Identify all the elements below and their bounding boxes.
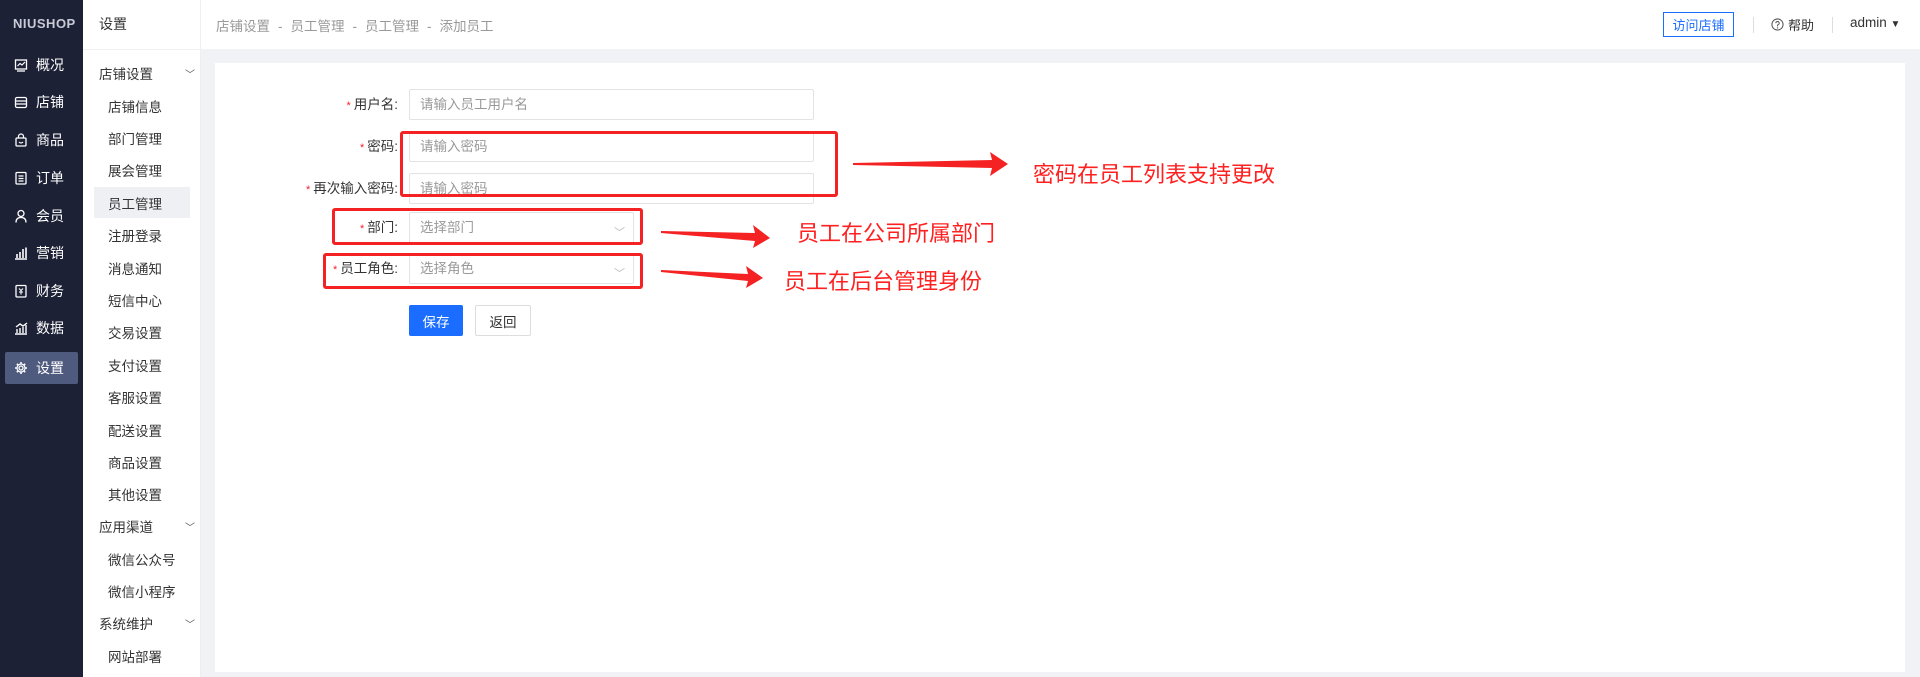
brand-logo: NIUSHOP [13, 16, 76, 31]
bag-icon [15, 133, 27, 147]
chart-icon [14, 59, 28, 72]
bar-chart-icon [15, 247, 27, 260]
nav-label: 概况 [36, 57, 64, 73]
nav-label: 设置 [36, 360, 64, 376]
annotation-box [400, 131, 838, 197]
sub-nav-group[interactable]: 系统维护 ﹀ [99, 611, 195, 635]
nav-label: 数据 [36, 320, 64, 336]
username: admin [1850, 15, 1887, 30]
user-menu[interactable]: admin ▼ [1850, 15, 1900, 30]
help-link[interactable]: 帮助 [1771, 15, 1814, 34]
breadcrumb-separator: - [352, 19, 358, 34]
chevron-down-icon: ﹀ [185, 522, 195, 534]
sub-nav-item[interactable]: 配送设置 [108, 423, 162, 439]
sub-sidebar-title: 设置 [99, 16, 127, 32]
nav-label: 订单 [36, 170, 64, 186]
breadcrumb-item[interactable]: 员工管理 [365, 19, 419, 34]
nav-label: 会员 [36, 208, 64, 224]
sub-nav-item[interactable]: 注册登录 [108, 229, 162, 245]
divider [1832, 17, 1833, 33]
chevron-down-icon: ﹀ [185, 619, 195, 631]
gear-icon [15, 362, 27, 374]
nav-label: 店铺 [36, 94, 64, 110]
sub-nav-group[interactable]: 应用渠道 ﹀ [99, 514, 195, 538]
annotation-text: 员工在公司所属部门 [797, 221, 996, 246]
group-label: 应用渠道 [99, 520, 153, 536]
nav-item-6[interactable]: 财务 [5, 275, 78, 307]
sub-nav-item[interactable]: 微信公众号 [108, 552, 176, 568]
breadcrumb-item[interactable]: 店铺设置 [216, 19, 270, 34]
sub-nav-item[interactable]: 消息通知 [108, 261, 162, 277]
nav-label: 商品 [36, 132, 64, 148]
chevron-down-icon: ﹀ [185, 69, 195, 81]
arrow-icon [661, 266, 763, 288]
sub-nav-item[interactable]: 其他设置 [108, 488, 162, 504]
group-label: 系统维护 [99, 617, 153, 632]
help-label: 帮助 [1788, 18, 1815, 33]
password-confirm-label: *再次输入密码: [305, 181, 398, 196]
sub-nav-item[interactable]: 部门管理 [108, 131, 162, 147]
sub-nav-item[interactable]: 交易设置 [108, 326, 162, 342]
annotation-box [332, 208, 643, 245]
sub-nav-item[interactable]: 商品设置 [108, 455, 162, 471]
password-label: *密码: [359, 139, 398, 154]
nav-item-2[interactable]: 商品 [5, 124, 78, 156]
password-input[interactable]: 请输入密码 [409, 131, 814, 162]
back-button[interactable]: 返回 [475, 305, 531, 336]
arrow-icon [661, 225, 770, 248]
breadcrumb-separator: - [278, 19, 283, 34]
role-placeholder: 选择角色 [420, 261, 474, 276]
nav-item-8[interactable]: 设置 [5, 352, 78, 384]
sub-nav-item[interactable]: 员工管理 [94, 187, 190, 219]
sub-nav-item[interactable]: 支付设置 [108, 358, 162, 374]
breadcrumb-separator: - [427, 19, 432, 34]
sub-nav-item[interactable]: 展会管理 [108, 164, 162, 180]
breadcrumb-item[interactable]: 员工管理 [290, 19, 345, 34]
sub-nav-item[interactable]: 客服设置 [108, 391, 162, 407]
user-icon [15, 209, 27, 223]
username-label: *用户名: [346, 97, 398, 112]
sub-nav-item[interactable]: 微信小程序 [108, 585, 176, 601]
content-panel [215, 63, 1905, 672]
nav-item-3[interactable]: 订单 [5, 162, 78, 194]
divider [1753, 17, 1754, 33]
store-icon [14, 96, 28, 109]
question-circle-icon [1771, 18, 1784, 31]
sub-nav-group[interactable]: 店铺设置 ﹀ [99, 61, 195, 85]
department-placeholder: 选择部门 [420, 220, 474, 235]
group-label: 店铺设置 [99, 67, 153, 82]
nav-item-0[interactable]: 概况 [5, 49, 78, 81]
department-label: *部门: [359, 220, 398, 235]
username-input[interactable]: 请输入员工用户名 [409, 89, 814, 120]
role-label: *员工角色: [332, 261, 398, 276]
sub-nav-item[interactable]: 短信中心 [108, 293, 162, 309]
arrow-icon [853, 152, 1008, 176]
nav-label: 财务 [36, 283, 64, 299]
annotation-box [323, 253, 643, 289]
chevron-down-icon: ﹀ [614, 268, 625, 280]
annotation-text: 员工在后台管理身份 [784, 269, 983, 294]
caret-down-icon: ▼ [1890, 19, 1901, 30]
sub-nav-item[interactable]: 店铺信息 [108, 99, 162, 115]
nav-item-4[interactable]: 会员 [5, 200, 78, 232]
nav-label: 营销 [36, 245, 64, 261]
save-button[interactable]: 保存 [409, 305, 463, 336]
sub-nav-item[interactable]: 网站部署 [108, 649, 162, 665]
annotation-text: 密码在员工列表支持更改 [1033, 162, 1276, 187]
data-icon [15, 322, 28, 335]
breadcrumb: 店铺设置-员工管理-员工管理-添加员工 [216, 15, 494, 35]
divider [83, 49, 201, 50]
finance-icon [15, 284, 27, 298]
breadcrumb-item: 添加员工 [439, 19, 494, 34]
nav-item-5[interactable]: 营销 [5, 237, 78, 269]
visit-store-button[interactable]: 访问店铺 [1663, 12, 1734, 37]
main-sidebar: NIUSHOP 概况店铺商品订单会员营销财务数据设置 [0, 0, 83, 677]
nav-item-7[interactable]: 数据 [5, 312, 78, 344]
password-confirm-input[interactable]: 请输入密码 [409, 173, 814, 204]
nav-item-1[interactable]: 店铺 [5, 86, 78, 118]
top-header: 店铺设置-员工管理-员工管理-添加员工 访问店铺 帮助 admin ▼ [201, 0, 1920, 49]
sub-sidebar: 设置 店铺设置 ﹀ 店铺信息部门管理展会管理员工管理注册登录消息通知短信中心交易设置… [83, 0, 201, 677]
order-icon [15, 171, 27, 185]
chevron-down-icon: ﹀ [614, 227, 625, 239]
